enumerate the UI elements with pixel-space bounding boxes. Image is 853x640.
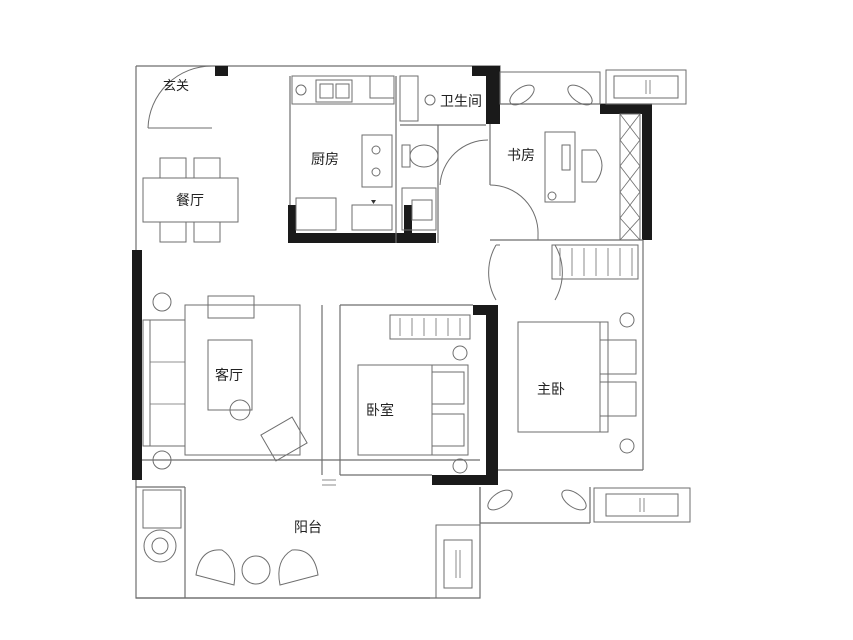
- room-label-dining: 餐厅: [176, 193, 204, 209]
- living-furniture: [142, 292, 308, 470]
- interior-walls: [289, 76, 643, 476]
- balcony-furniture: [142, 479, 481, 599]
- room-label-master: 主卧: [537, 382, 565, 398]
- entrance-door: [147, 65, 213, 129]
- kitchen-fixtures: [291, 75, 395, 231]
- master-furniture: [517, 312, 637, 454]
- room-label-bedroom: 卧室: [366, 402, 394, 419]
- study-furniture: [544, 113, 641, 241]
- study-door: [489, 184, 539, 240]
- study-balcony: [499, 69, 687, 106]
- room-label-kitchen: 厨房: [311, 152, 339, 168]
- bedroom-furniture: [357, 314, 471, 474]
- bathroom-fixtures: [399, 75, 439, 231]
- room-label-entrance: 玄关: [163, 79, 189, 94]
- master-door: [551, 244, 639, 301]
- room-label-study: 书房: [507, 148, 535, 164]
- dining-table: [142, 157, 239, 243]
- room-label-bathroom: 卫生间: [440, 94, 482, 110]
- structural-walls: [132, 66, 652, 485]
- master-balcony: [487, 487, 691, 523]
- bathroom-door: [439, 139, 489, 186]
- room-label-living: 客厅: [215, 367, 243, 384]
- hallway-door: [488, 244, 500, 301]
- room-label-balcony: 阳台: [294, 520, 322, 536]
